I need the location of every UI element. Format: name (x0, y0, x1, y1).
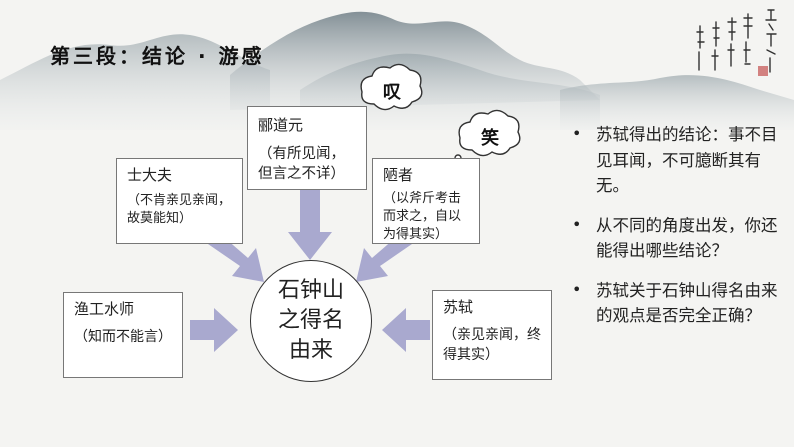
node-yugong: 渔工水师 （知而不能言） (63, 292, 183, 378)
center-text: 石钟山之得名由来 (277, 278, 344, 363)
bullet-text: 苏轼关于石钟山得名由来的观点是否完全正确？ (596, 280, 778, 326)
bullet-item: • 从不同的角度出发，你还能得出哪些结论？ (570, 213, 785, 264)
node-name: 渔工水师 (74, 300, 135, 318)
bullet-item: • 苏轼关于石钟山得名由来的观点是否完全正确？ (570, 278, 785, 329)
node-note: （亲见亲闻，终得其实） (443, 327, 541, 363)
node-name: 郦道元 (258, 116, 304, 134)
node-shidafu: 士大夫 （不肯亲见亲闻，故莫能知） (116, 158, 243, 244)
bullet-text: 从不同的角度出发，你还能得出哪些结论？ (596, 215, 778, 261)
arrow-right-icon (190, 308, 238, 352)
node-name: 士大夫 (127, 166, 173, 184)
node-note: （不肯亲见亲闻，故莫能知） (127, 193, 232, 227)
node-sushi: 苏轼 （亲见亲闻，终得其实） (432, 290, 552, 380)
node-note: （以斧斤考击而求之，自以为得其实） (383, 191, 462, 243)
node-louzhe: 陋者 （以斧斤考击而求之，自以为得其实） (372, 158, 480, 244)
node-note: （知而不能言） (74, 329, 172, 345)
bubble-sigh-text: 叹 (383, 82, 401, 103)
page-title: 第三段：结论 · 游感 (50, 44, 265, 68)
bullet-list: • 苏轼得出的结论：事不目见耳闻，不可臆断其有无。 • 从不同的角度出发，你还能得出… (570, 122, 785, 343)
mountain-painting (0, 11, 794, 130)
node-lidaoyuan: 郦道元 （有所见闻，但言之不详） (247, 106, 367, 190)
bullet-dot-icon: • (572, 279, 582, 299)
bubble-laugh-text: 笑 (481, 128, 499, 149)
node-name: 陋者 (383, 166, 414, 184)
arrow-down-icon (288, 190, 332, 260)
bullet-text: 苏轼得出的结论：事不目见耳闻，不可臆断其有无。 (596, 125, 778, 196)
node-note: （有所见闻，但言之不详） (258, 146, 345, 183)
bullet-item: • 苏轼得出的结论：事不目见耳闻，不可臆断其有无。 (570, 122, 785, 199)
calligraphy-decoration (696, 9, 777, 76)
bullet-dot-icon: • (572, 124, 582, 143)
node-name: 苏轼 (443, 298, 474, 316)
bullet-dot-icon: • (572, 214, 582, 234)
center-circle: 石钟山之得名由来 (250, 260, 372, 382)
arrow-left-icon (382, 308, 430, 352)
